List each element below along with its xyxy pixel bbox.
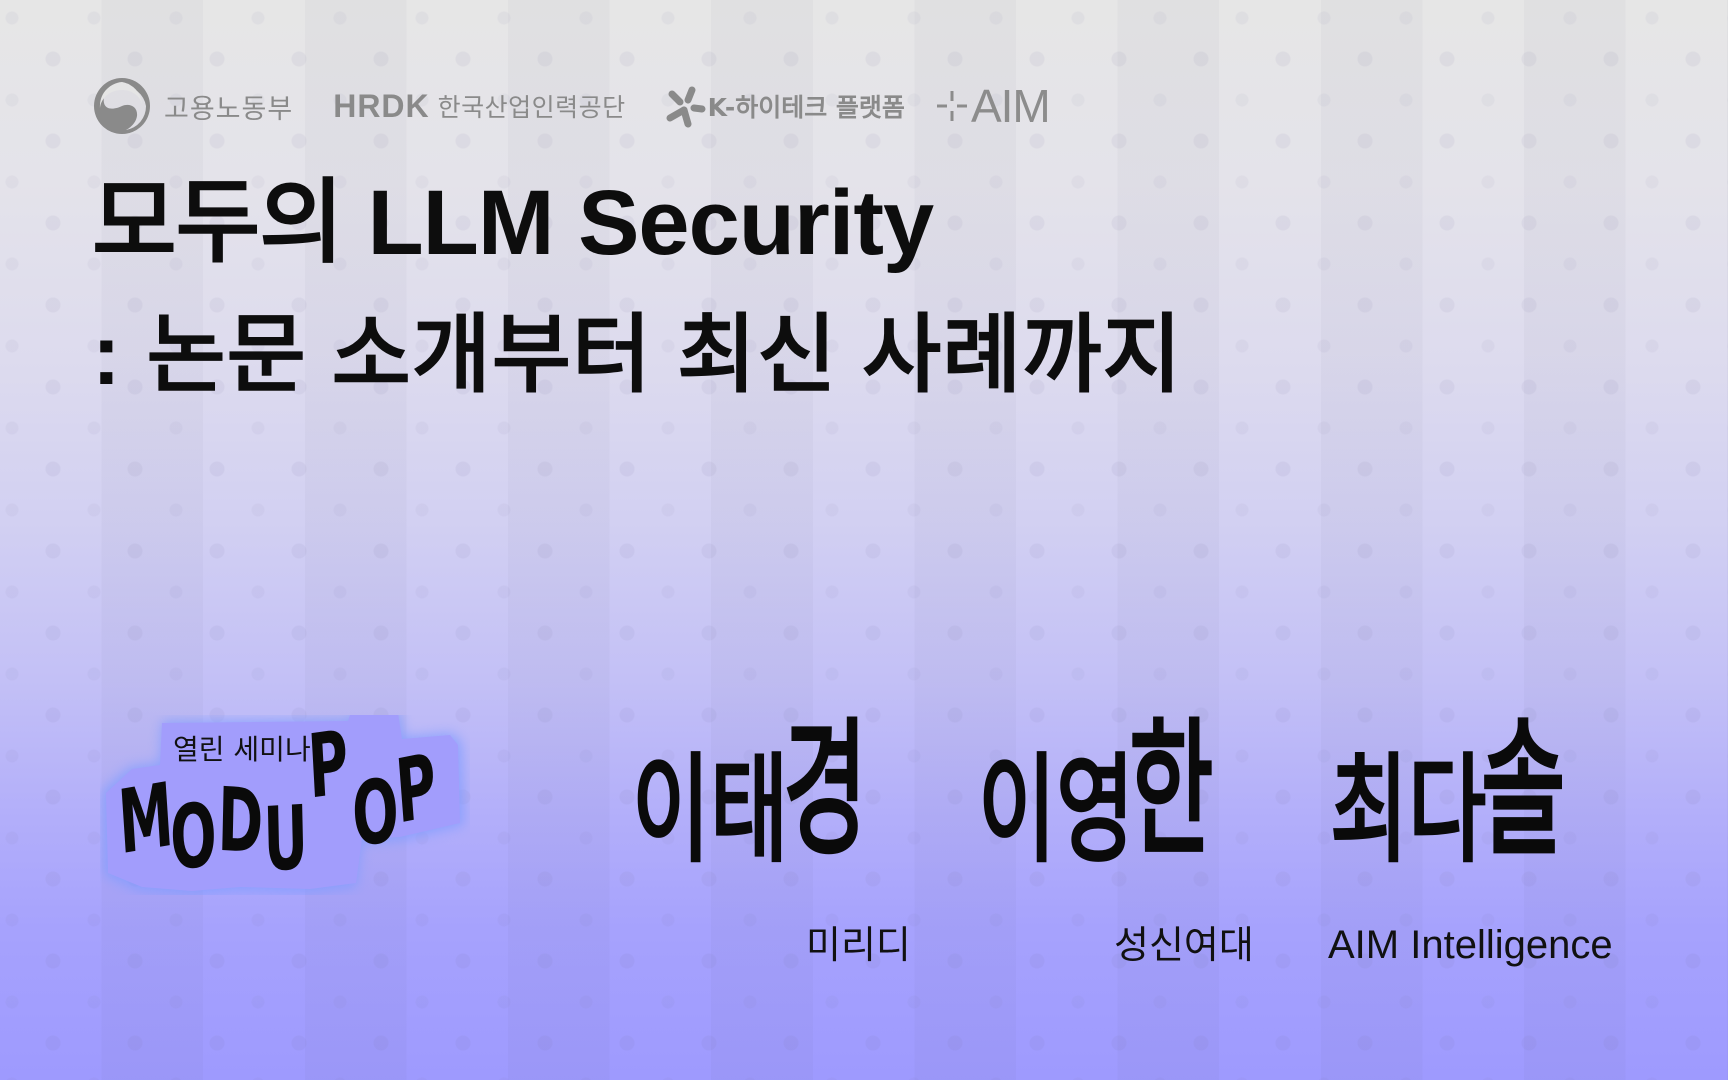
badge-letter-m: M — [115, 762, 177, 875]
title-line-1: 모두의 LLM Security — [92, 172, 934, 274]
speaker-1-name: 이태경 — [632, 716, 919, 879]
aim-logo: AIM — [935, 79, 1051, 133]
speaker-3-name: 최다솔 — [1330, 716, 1617, 879]
speaker-2-name: 이영한 — [978, 716, 1265, 879]
modupop-badge: 열린 세미나 M O D U P O P — [100, 710, 470, 895]
hrdk-mark: HRDK — [333, 87, 430, 124]
speaker-1-affiliation: 미리디 — [806, 923, 911, 967]
speaker-3-name-part1: 최다 — [1330, 741, 1487, 879]
speaker-2-name-part2: 한 — [1129, 704, 1214, 876]
khitech-logo: K-하이테크 플랫폼 — [664, 84, 905, 128]
hrdk-label: 한국산업인력공단 — [437, 93, 626, 122]
title-line-2: : 논문 소개부터 최신 사례까지 — [92, 307, 1183, 403]
khitech-label: K-하이테크 플랫폼 — [707, 93, 905, 122]
badge-shape — [102, 715, 464, 895]
crosshair-plus-icon — [936, 91, 967, 121]
moel-logo: 고용노동부 — [92, 76, 293, 136]
speaker-1-name-part1: 이태 — [632, 741, 789, 879]
badge-letter-p2: P — [392, 733, 440, 844]
speaker-1-name-part2: 경 — [783, 704, 868, 876]
badge-letter-u: U — [262, 785, 309, 892]
speaker-3-affiliation: AIM Intelligence — [1328, 923, 1613, 967]
speaker-2-affiliation: 성신여대 — [1114, 923, 1254, 967]
taeguk-circle-icon — [94, 78, 150, 134]
asterisk-burst-icon — [666, 86, 706, 128]
badge-letter-d: D — [216, 767, 265, 874]
sponsor-logos: 고용노동부 HRDK 한국산업인력공단 K-하이테크 플랫폼 AIM — [92, 74, 1051, 138]
badge-subtitle: 열린 세미나 — [173, 733, 311, 766]
aim-label: AIM — [970, 80, 1051, 132]
speaker-2-name-part1: 이영 — [978, 741, 1135, 879]
moel-label: 고용노동부 — [164, 93, 294, 125]
hrdk-logo: HRDK 한국산업인력공단 — [333, 88, 625, 125]
badge-letter-p1: P — [305, 710, 351, 819]
badge-letter-o: O — [168, 783, 219, 890]
badge-letter-o2: O — [350, 758, 401, 867]
page-title: 모두의 LLM Security : 논문 소개부터 최신 사례까지 — [92, 168, 1183, 410]
speaker-3-name-part2: 솔 — [1481, 704, 1566, 876]
